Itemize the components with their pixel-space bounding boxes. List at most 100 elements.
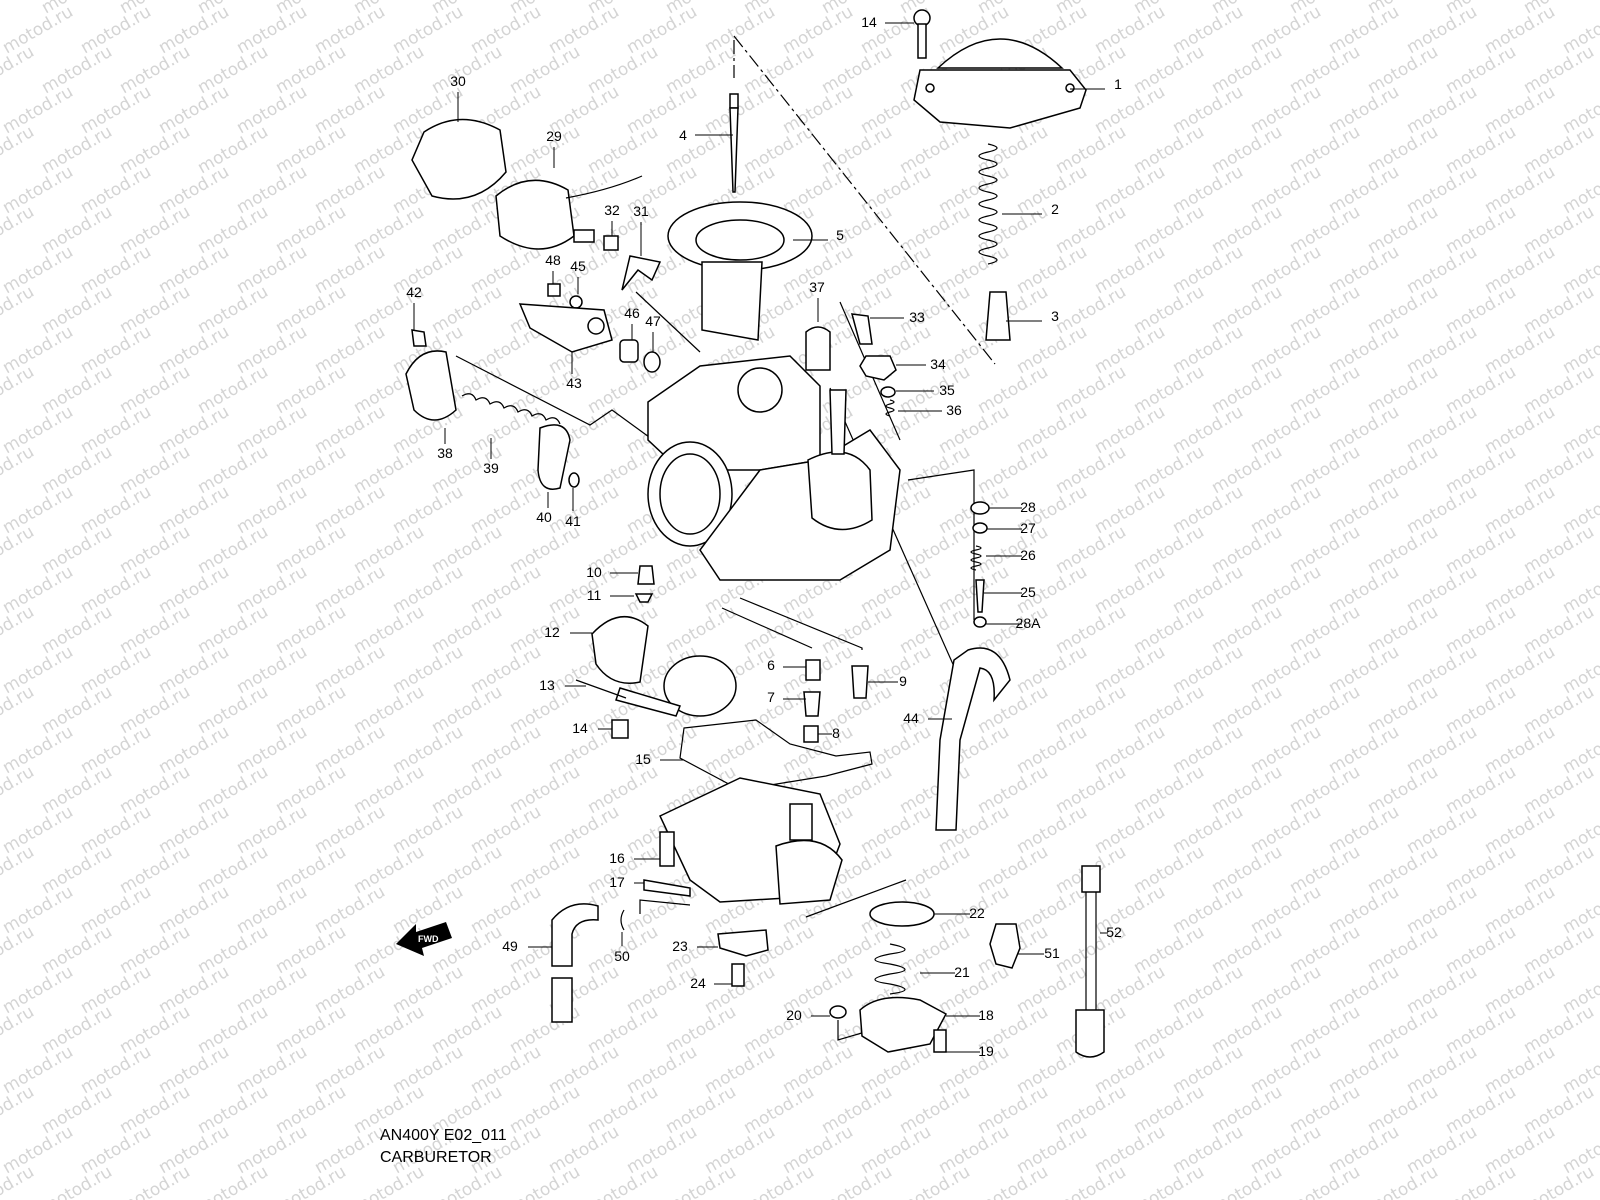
part-gasket-15 — [679, 719, 873, 791]
part-float-needle — [637, 565, 655, 585]
callout-1: 1 — [1114, 76, 1122, 92]
callout-46: 46 — [624, 305, 640, 321]
part-screw-24 — [731, 963, 745, 987]
callout-15: 15 — [635, 751, 651, 767]
callout-29: 29 — [546, 128, 562, 144]
callout-52: 52 — [1106, 924, 1122, 940]
part-screw-25 — [975, 579, 985, 613]
part-screw-32 — [603, 235, 619, 251]
part-clip-50 — [620, 909, 625, 931]
callout-41: 41 — [565, 513, 581, 529]
callout-27: 27 — [1020, 520, 1036, 536]
part-washer-45 — [569, 295, 583, 309]
callout-45: 45 — [570, 258, 586, 274]
callout-8: 8 — [832, 725, 840, 741]
callout-49: 49 — [502, 938, 518, 954]
callout-13: 13 — [539, 677, 555, 693]
part-oring-47 — [643, 351, 661, 373]
part-spring-top — [978, 143, 998, 265]
part-callouts: 1234567891011121314141516171819202122232… — [406, 14, 1122, 1059]
callout-44: 44 — [903, 710, 919, 726]
part-oring-28a — [973, 616, 987, 628]
part-hose-44 — [935, 647, 1011, 831]
carburetor-parts: FWD — [396, 9, 1105, 1058]
part-oring-28 — [970, 501, 990, 515]
part-hose-49 — [551, 903, 599, 967]
callout-21: 21 — [954, 964, 970, 980]
callout-14-top: 14 — [861, 14, 877, 30]
callout-34: 34 — [930, 356, 946, 372]
part-float-bowl — [659, 777, 843, 905]
part-diaphragm-22 — [869, 901, 935, 927]
callout-39: 39 — [483, 460, 499, 476]
callout-26: 26 — [1020, 547, 1036, 563]
callout-28a: 28A — [1016, 615, 1042, 631]
part-pin-13 — [575, 679, 627, 699]
callout-33: 33 — [909, 309, 925, 325]
callout-20: 20 — [786, 1007, 802, 1023]
part-jet-7 — [803, 691, 821, 717]
callout-40: 40 — [536, 509, 552, 525]
callout-31: 31 — [633, 203, 649, 219]
part-screw-33 — [850, 313, 873, 345]
callout-4: 4 — [679, 127, 687, 143]
callout-51: 51 — [1044, 945, 1060, 961]
diagram-code: AN400Y E02_011 — [380, 1127, 507, 1144]
callout-19: 19 — [978, 1043, 994, 1059]
part-jet-9 — [851, 665, 869, 699]
part-float — [591, 615, 737, 717]
callout-14-mid: 14 — [572, 720, 588, 736]
callout-42: 42 — [406, 284, 422, 300]
part-screw-17 — [643, 879, 691, 897]
part-screw-14 — [611, 719, 629, 739]
part-spring-26 — [970, 545, 982, 571]
callout-18: 18 — [978, 1007, 994, 1023]
part-throttle-sensor — [518, 303, 613, 353]
part-top-cap — [913, 38, 1087, 129]
part-bracket-23 — [717, 929, 769, 957]
part-screw-top — [913, 9, 931, 59]
callout-10: 10 — [586, 564, 602, 580]
callout-30: 30 — [450, 73, 466, 89]
callout-28: 28 — [1020, 499, 1036, 515]
part-starter-plunger — [495, 175, 643, 250]
part-cap-cover — [411, 118, 507, 200]
callout-38: 38 — [437, 445, 453, 461]
callout-32: 32 — [604, 202, 620, 218]
part-cover-38 — [405, 350, 457, 421]
part-needle-retainer — [985, 291, 1011, 341]
callout-17: 17 — [609, 874, 625, 890]
callout-11: 11 — [587, 587, 602, 603]
part-carburetor-body — [647, 355, 901, 581]
part-hose-49-end — [551, 977, 573, 1023]
callout-35: 35 — [939, 382, 955, 398]
part-cap-37 — [805, 326, 831, 371]
part-collar-46 — [619, 339, 639, 363]
part-clip-11 — [634, 593, 654, 603]
callout-16: 16 — [609, 850, 625, 866]
part-screw-42 — [411, 329, 427, 347]
callout-22: 22 — [969, 905, 985, 921]
callout-9: 9 — [899, 673, 907, 689]
part-jet-needle — [729, 93, 739, 193]
callout-7: 7 — [767, 689, 775, 705]
part-cover-18 — [859, 996, 948, 1053]
part-spring-39 — [461, 393, 561, 425]
callout-50: 50 — [614, 948, 630, 964]
part-clamp — [621, 255, 662, 291]
fwd-arrow-icon: FWD — [396, 922, 452, 956]
part-jet-8 — [803, 725, 819, 743]
callout-12: 12 — [544, 624, 560, 640]
callout-23: 23 — [672, 938, 688, 954]
callout-25: 25 — [1020, 584, 1036, 600]
diagram-title: CARBURETOR — [380, 1149, 492, 1166]
part-screw-19 — [933, 1029, 947, 1053]
part-screw-16 — [659, 831, 675, 867]
part-ring-41 — [568, 472, 580, 488]
part-diaphragm — [667, 201, 813, 341]
part-sensor-51 — [989, 923, 1021, 969]
part-spring-21 — [874, 943, 906, 995]
part-washer-35 — [880, 386, 896, 398]
